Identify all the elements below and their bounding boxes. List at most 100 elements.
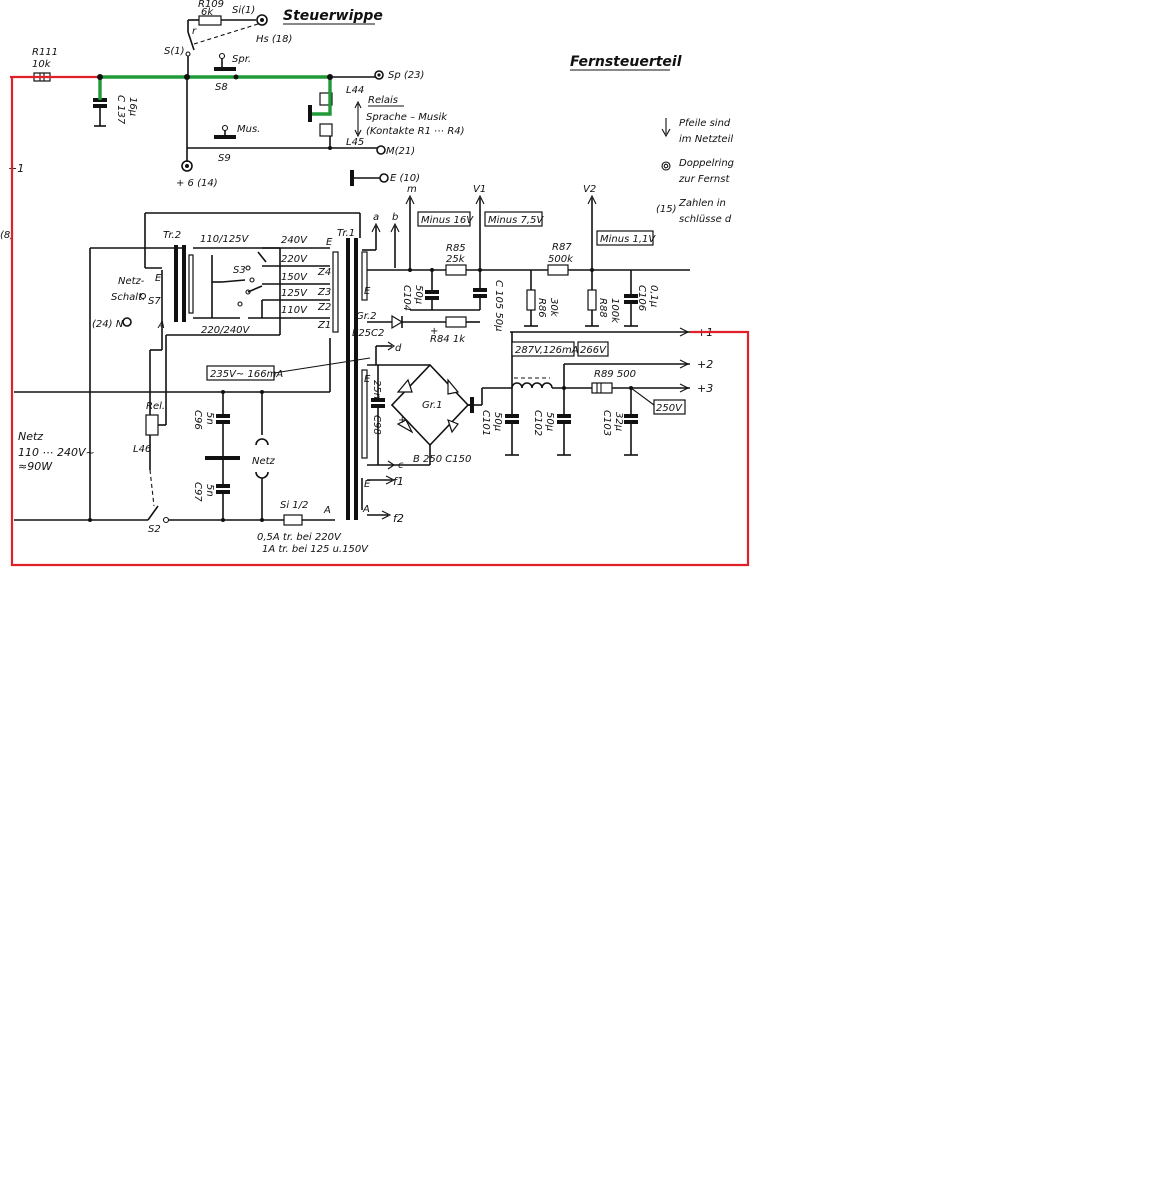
label-f2-a: A <box>362 504 370 515</box>
label-netz-voltage: 110 ⋯ 240V~ <box>18 446 95 459</box>
label-z3: Z3 <box>317 287 331 298</box>
label-left-num: (8) <box>0 230 14 241</box>
label-v266: 266V <box>580 345 607 356</box>
label-fuse-1: 0,5A tr. bei 220V <box>257 532 342 543</box>
label-netz-watt: ≈90W <box>18 460 53 473</box>
label-z1: Z1 <box>317 320 331 331</box>
label-v125: 125V <box>281 288 308 299</box>
label-v250: 250V <box>656 403 683 414</box>
label-minus11: Minus 1,1V <box>600 234 656 245</box>
label-s11: S(1) <box>164 46 185 57</box>
label-r109-val: 6k <box>201 7 214 18</box>
label-r88-val: 100k <box>609 298 620 324</box>
label-v287: 287V,126mA <box>515 345 579 356</box>
label-f2: f2 <box>393 512 404 525</box>
terminal-plus6 <box>181 160 193 172</box>
label-c101-val: 50μ <box>492 412 503 431</box>
label-c104-val: 50μ <box>413 285 424 304</box>
label-r109: R109 <box>198 0 224 10</box>
label-plus2: +2 <box>697 358 713 371</box>
label-v110-125: 110/125V <box>200 234 250 245</box>
label-c98-val: 25n <box>371 380 382 399</box>
note-pfeile-2: im Netzteil <box>679 134 733 145</box>
label-f1-e: E <box>364 479 371 490</box>
label-tr1-sec-e: E <box>364 286 371 297</box>
label-c105: C 105 50μ <box>493 280 504 332</box>
label-v1: V1 <box>473 184 486 195</box>
notes: Pfeile sind im Netzteil Doppelring zur F… <box>656 118 734 225</box>
label-v110: 110V <box>281 305 308 316</box>
label-s9: S9 <box>218 153 231 164</box>
label-m21: M(21) <box>386 146 415 157</box>
label-rel: Rel. <box>146 401 165 412</box>
label-bottom-a: A <box>323 505 331 516</box>
label-c96: C96 <box>192 410 203 430</box>
note-pfeile-1: Pfeile sind <box>679 118 731 129</box>
label-d: d <box>395 343 402 354</box>
title-steuerwippe: Steuerwippe <box>283 8 383 24</box>
label-c103-val: 32μ <box>613 412 624 431</box>
label-c102: C102 <box>532 410 543 436</box>
label-r86: R86 <box>536 298 547 318</box>
label-sp23: Sp (23) <box>388 70 424 81</box>
label-n24: (24) N <box>92 319 124 330</box>
label-m: m <box>407 184 417 195</box>
label-v150: 150V <box>281 272 308 283</box>
label-c97: C97 <box>192 482 203 502</box>
label-netz-schalt-1: Netz- <box>118 276 145 287</box>
label-r89: R89 500 <box>594 369 636 380</box>
label-c106-val: 0,1μ <box>648 285 659 307</box>
label-e25c2: E25C2 <box>352 328 384 339</box>
label-r87-val: 500k <box>548 254 574 265</box>
label-v220: 220V <box>281 254 308 265</box>
label-b: b <box>392 212 398 223</box>
steuerwippe-section: R109 6k Si(1) Hs (18) r S(1) Spr. S8 + 6… <box>32 0 465 189</box>
label-mus: Mus. <box>237 124 260 135</box>
label-b250: B 250 C150 <box>413 454 471 465</box>
terminal-hs18 <box>256 14 268 26</box>
label-r86-val: 30k <box>548 298 559 318</box>
highlight-red-loop <box>10 77 750 567</box>
note-zahlen-1: Zahlen in <box>678 198 726 209</box>
label-minus75: Minus 7,5V <box>488 215 544 226</box>
label-tr2: Tr.2 <box>163 230 181 241</box>
label-s3: S3 <box>233 265 246 276</box>
label-minus16: Minus 16V <box>421 215 474 226</box>
label-s7-a: A <box>157 320 165 331</box>
label-s7-e: E <box>155 273 162 284</box>
label-gr1: Gr.1 <box>422 400 442 411</box>
label-c137: C 137 <box>115 95 126 125</box>
label-s8: S8 <box>215 82 228 93</box>
label-plus6: + 6 (14) <box>176 178 218 189</box>
label-e10: E (10) <box>390 173 420 184</box>
label-hs18: Hs (18) <box>256 34 292 45</box>
label-r111-val: 10k <box>32 59 52 70</box>
label-r85-val: 25k <box>446 254 466 265</box>
label-sec-e: E <box>364 374 371 385</box>
label-c98: C98 <box>371 415 382 435</box>
label-plus3: +3 <box>697 382 713 395</box>
label-sprache-musik: Sprache – Musik <box>366 112 448 123</box>
label-tr1-e: E <box>326 237 333 248</box>
label-v220-240: 220/240V <box>201 325 251 336</box>
label-c: c <box>398 460 404 471</box>
label-c106: C106 <box>636 285 647 311</box>
label-c104: C104 <box>401 285 412 311</box>
label-kontakte: (Kontakte R1 ⋯ R4) <box>366 126 465 137</box>
label-r87: R87 <box>552 242 572 253</box>
label-f1: f1 <box>393 475 404 488</box>
label-c102-val: 50μ <box>544 412 555 431</box>
label-l44: L44 <box>346 85 364 96</box>
label-plus1-left: +1 <box>8 162 24 175</box>
label-z2: Z2 <box>317 302 331 313</box>
label-c137-val: 16μ <box>127 97 138 116</box>
label-v2: V2 <box>583 184 596 195</box>
label-s2: S2 <box>148 524 161 535</box>
label-netz-schalt-2: Schalt. <box>111 292 145 303</box>
label-r85: R85 <box>446 243 466 254</box>
label-spr: Spr. <box>232 54 251 65</box>
transformer-section: Tr.2 110/125V 220/240V S3 240V 220V 150V… <box>14 212 371 555</box>
label-gr2-plus: + <box>430 326 438 337</box>
label-tr1: Tr.1 <box>337 228 355 239</box>
label-fuse-2: 1A tr. bei 125 u.150V <box>262 544 369 555</box>
